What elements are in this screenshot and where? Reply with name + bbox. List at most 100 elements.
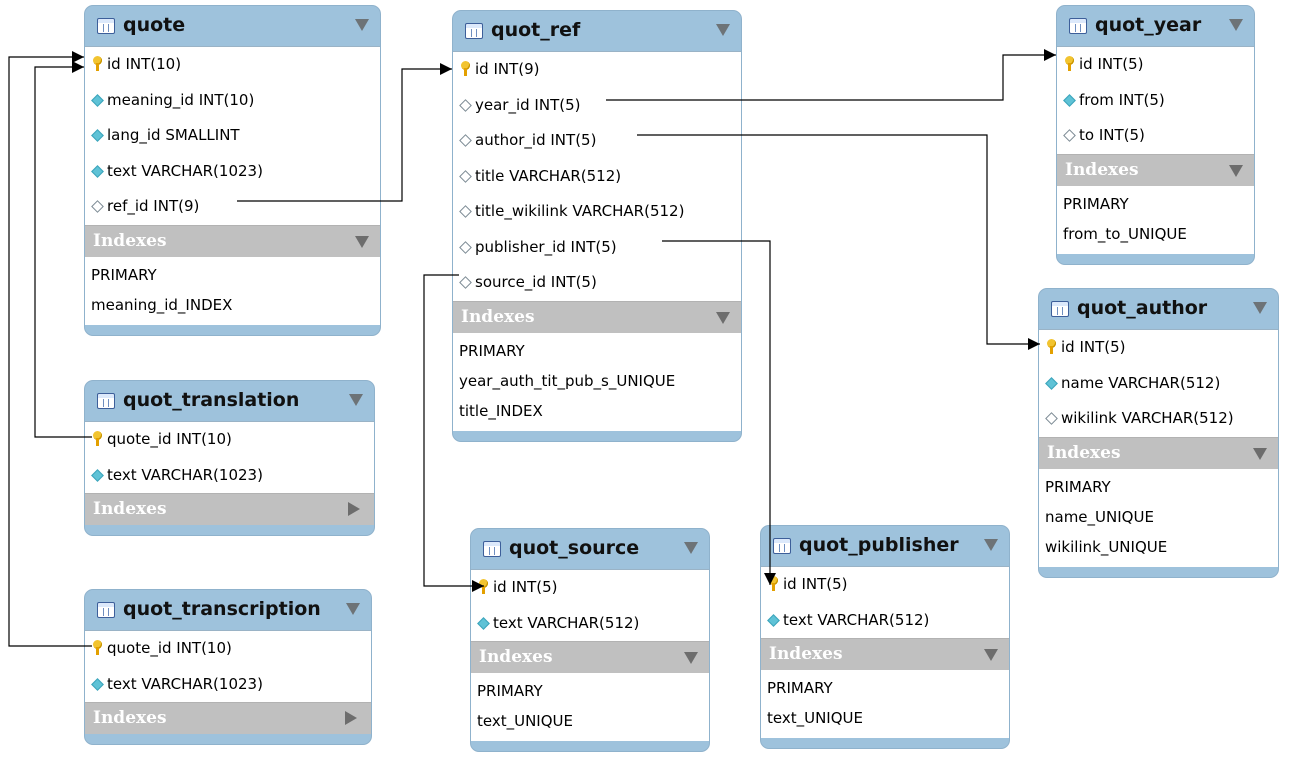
table-header[interactable]: quot_publisher xyxy=(761,526,1009,566)
table-name: quot_publisher xyxy=(799,534,959,556)
expand-arrow-icon[interactable] xyxy=(345,711,357,725)
column-row[interactable]: text VARCHAR(1023) xyxy=(85,154,380,190)
table-footer xyxy=(85,525,374,535)
column-row[interactable]: publisher_id INT(5) xyxy=(453,230,741,266)
indexes-header[interactable]: Indexes xyxy=(85,224,380,257)
column-row[interactable]: lang_id SMALLINT xyxy=(85,118,380,154)
indexes-header[interactable]: Indexes xyxy=(85,493,374,525)
table-name: quot_translation xyxy=(123,389,300,411)
indexes-header[interactable]: Indexes xyxy=(471,641,709,673)
index-item[interactable]: PRIMARY xyxy=(477,682,543,700)
index-item[interactable]: year_auth_tit_pub_s_UNIQUE xyxy=(459,371,676,390)
filled-diamond-icon xyxy=(767,613,780,627)
collapse-arrow-icon[interactable] xyxy=(984,539,998,551)
column-row[interactable]: text VARCHAR(1023) xyxy=(85,458,374,494)
column-row[interactable]: id INT(5) xyxy=(471,570,709,606)
index-item[interactable]: text_UNIQUE xyxy=(477,712,573,730)
index-item[interactable]: PRIMARY xyxy=(459,341,525,360)
column-label: id INT(9) xyxy=(475,60,540,78)
collapse-arrow-icon[interactable] xyxy=(355,235,369,248)
table-header[interactable]: quote xyxy=(85,6,380,46)
column-row[interactable]: quote_id INT(10) xyxy=(85,422,374,458)
table-header[interactable]: quot_year xyxy=(1057,6,1254,46)
index-list: PRIMARY meaning_id_INDEX xyxy=(85,256,380,325)
column-row[interactable]: id INT(5) xyxy=(1057,47,1254,83)
column-list: id INT(5)text VARCHAR(512) xyxy=(761,566,1009,638)
column-row[interactable]: title_wikilink VARCHAR(512) xyxy=(453,194,741,230)
table-header[interactable]: quot_author xyxy=(1039,289,1278,329)
indexes-header[interactable]: Indexes xyxy=(453,300,741,333)
column-row[interactable]: id INT(5) xyxy=(761,567,1009,603)
collapse-arrow-icon[interactable] xyxy=(1253,447,1267,460)
column-row[interactable]: name VARCHAR(512) xyxy=(1039,366,1278,402)
column-label: to INT(5) xyxy=(1079,126,1145,144)
collapse-arrow-icon[interactable] xyxy=(1253,302,1267,314)
column-row[interactable]: text VARCHAR(512) xyxy=(471,606,709,642)
column-row[interactable]: text VARCHAR(512) xyxy=(761,603,1009,639)
index-item[interactable]: wikilink_UNIQUE xyxy=(1045,537,1168,556)
column-row[interactable]: quote_id INT(10) xyxy=(85,631,371,667)
filled-diamond-icon xyxy=(477,616,490,630)
column-label: from INT(5) xyxy=(1079,90,1165,109)
collapse-arrow-icon[interactable] xyxy=(1229,19,1243,31)
indexes-header[interactable]: Indexes xyxy=(761,638,1009,670)
column-row[interactable]: to INT(5) xyxy=(1057,118,1254,154)
index-item[interactable]: from_to_UNIQUE xyxy=(1063,224,1187,243)
column-row[interactable]: id INT(5) xyxy=(1039,330,1278,366)
hollow-diamond-icon xyxy=(1063,129,1076,142)
column-row[interactable]: meaning_id INT(10) xyxy=(85,83,380,119)
index-item[interactable]: name_UNIQUE xyxy=(1045,507,1154,526)
table-header[interactable]: quot_transcription xyxy=(85,590,371,630)
table-icon xyxy=(97,18,115,34)
indexes-header[interactable]: Indexes xyxy=(1039,436,1278,469)
index-item[interactable]: PRIMARY xyxy=(1045,477,1111,496)
column-row[interactable]: id INT(9) xyxy=(453,52,741,88)
column-row[interactable]: source_id INT(5) xyxy=(453,265,741,301)
table-header[interactable]: quot_translation xyxy=(85,381,374,421)
collapse-arrow-icon[interactable] xyxy=(684,542,698,554)
collapse-arrow-icon[interactable] xyxy=(346,603,360,615)
indexes-title: Indexes xyxy=(93,708,167,728)
table-quot-translation[interactable]: quot_translation quote_id INT(10) text VAR… xyxy=(84,380,375,536)
indexes-title: Indexes xyxy=(1047,442,1121,463)
table-header[interactable]: quot_source xyxy=(471,529,709,569)
column-list: id INT(5)text VARCHAR(512) xyxy=(471,569,709,641)
index-item[interactable]: text_UNIQUE xyxy=(767,709,863,727)
indexes-header[interactable]: Indexes xyxy=(85,702,371,734)
column-row[interactable]: text VARCHAR(1023) xyxy=(85,667,371,703)
collapse-arrow-icon[interactable] xyxy=(1229,164,1243,177)
collapse-arrow-icon[interactable] xyxy=(716,24,730,36)
column-label: wikilink VARCHAR(512) xyxy=(1061,409,1234,427)
collapse-arrow-icon[interactable] xyxy=(984,649,998,661)
index-item[interactable]: title_INDEX xyxy=(459,401,543,420)
collapse-arrow-icon[interactable] xyxy=(355,19,369,31)
table-header[interactable]: quot_ref xyxy=(453,11,741,51)
column-label: text VARCHAR(1023) xyxy=(107,465,263,484)
index-item[interactable]: PRIMARY xyxy=(767,679,833,697)
index-item[interactable]: PRIMARY xyxy=(1063,194,1129,213)
collapse-arrow-icon[interactable] xyxy=(684,652,698,664)
column-label: id INT(5) xyxy=(1079,55,1144,73)
index-item[interactable]: meaning_id_INDEX xyxy=(91,295,233,314)
column-row[interactable]: wikilink VARCHAR(512) xyxy=(1039,401,1278,437)
column-row[interactable]: id INT(10) xyxy=(85,47,380,83)
column-row[interactable]: ref_id INT(9) xyxy=(85,189,380,225)
column-row[interactable]: year_id INT(5) xyxy=(453,88,741,124)
filled-diamond-icon xyxy=(1045,376,1058,390)
column-row[interactable]: from INT(5) xyxy=(1057,83,1254,119)
column-label: year_id INT(5) xyxy=(475,95,581,114)
collapse-arrow-icon[interactable] xyxy=(716,311,730,324)
column-row[interactable]: title VARCHAR(512) xyxy=(453,159,741,195)
column-row[interactable]: author_id INT(5) xyxy=(453,123,741,159)
indexes-header[interactable]: Indexes xyxy=(1057,153,1254,186)
collapse-arrow-icon[interactable] xyxy=(349,394,363,406)
index-item[interactable]: PRIMARY xyxy=(91,265,157,284)
expand-arrow-icon[interactable] xyxy=(348,502,360,516)
